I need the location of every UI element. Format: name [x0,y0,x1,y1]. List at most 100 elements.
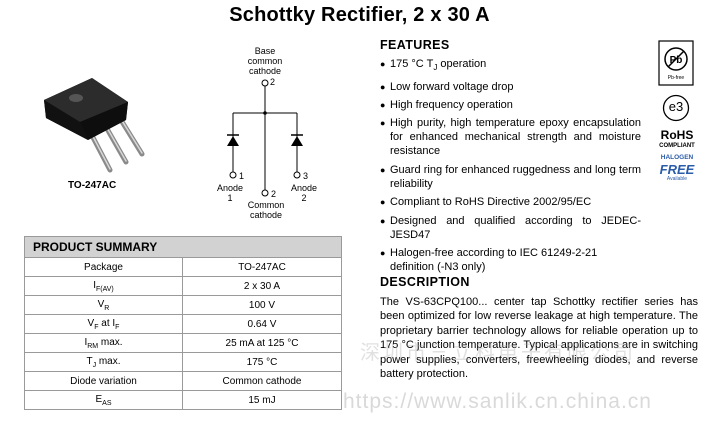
feature-text: 175 °C T [390,58,434,70]
param-text: Diode variation [70,375,137,387]
pb-free-icon: Pb [658,40,694,86]
param-tail: max. [98,336,123,348]
param-text: Package [84,261,123,273]
param-text: V [87,317,95,329]
pin-3-terminal [293,171,301,179]
param-subscript: J [92,361,97,369]
table-header-row: PRODUCT SUMMARY [24,236,342,258]
pin-1-number: 1 [239,171,245,181]
feature-text: Low forward voltage drop [390,80,514,93]
bullet-icon: ● [380,164,386,175]
bullet-icon: ● [380,99,386,110]
anode-1-label: Anode 1 [212,183,248,203]
list-item: ●175 °C TJ operation [380,57,641,75]
product-summary-table: PRODUCT SUMMARY Package TO-247AC IF(AV) … [24,236,342,410]
pin-2-bottom-number: 2 [271,189,277,199]
feature-text: Halogen-free according to IEC 61249-2-21… [390,246,598,273]
label-line: common [247,56,283,66]
compliant-label: COMPLIANT [659,143,695,149]
description-heading: DESCRIPTION [380,275,470,289]
param-cell: VR [24,295,183,315]
watermark-url: https://www.sanlik.cn.china.cn [343,390,652,413]
svg-text:Pb: Pb [670,55,683,66]
label-line: cathode [249,210,283,220]
value-cell: 0.64 V [182,314,342,334]
table-row: TJ max. 175 °C [24,352,342,372]
param-cell: IF(AV) [24,276,183,296]
table-row: Diode variation Common cathode [24,371,342,391]
label-line: Base [254,46,276,56]
circuit-diagram [227,79,303,197]
e3-icon [662,94,690,122]
bullet-icon: ● [380,118,386,129]
package-label: TO-247AC [68,180,117,191]
feature-text: Compliant to RoHS Directive 2002/95/EC [390,196,592,209]
list-item: ● Guard ring for enhanced ruggedness and … [380,163,641,191]
diode-2-symbol [291,134,303,146]
features-list: ●175 °C TJ operation ●Low forward voltag… [380,57,641,278]
rohs-label: RoHS [660,128,694,142]
param-text: I [84,336,88,348]
param-subscript: F(AV) [96,285,114,293]
table-row: IRM max. 25 mA at 125 °C [24,333,342,353]
param-text: T [86,355,93,367]
param-tail: at I [98,317,116,329]
list-item: ● Low forward voltage drop [380,80,641,94]
table-row: IF(AV) 2 x 30 A [24,276,342,296]
param-cell: Diode variation [24,371,183,391]
list-item: ● High frequency operation [380,98,641,112]
table-row: VF at IF 0.64 V [24,314,342,334]
mounting-hole [69,94,83,102]
value-cell: 2 x 30 A [182,276,342,296]
param-cell: VF at IF [24,314,183,334]
list-item: ● Compliant to RoHS Directive 2002/95/EC [380,195,641,209]
value-cell: 25 mA at 125 °C [182,333,342,353]
label-line: Common [247,200,285,210]
pin-2-top-terminal [261,79,269,87]
anode-2-label: Anode 2 [286,183,322,203]
halogen-label: HALOGEN [660,154,694,161]
param-subscript: F [115,323,120,331]
list-item: ● Designed and qualified according to JED… [380,214,641,242]
list-item: ● High purity, high temperature epoxy enc… [380,116,641,158]
param-text: E [95,393,103,405]
pin-3-number: 3 [303,171,309,181]
param-cell: Package [24,257,183,277]
table-row: VR 100 V [24,295,342,315]
features-heading: FEATURES [380,38,450,52]
value-cell: 15 mJ [182,390,342,410]
bullet-icon: ● [380,81,386,92]
label-line: cathode [248,66,282,76]
feature-text: Designed and qualified according to JEDE… [390,214,641,241]
label-line: 1 [227,193,233,203]
e3-label: e3 [668,99,684,114]
feature-text: Guard ring for enhanced ruggedness and l… [390,163,641,190]
package-image [44,78,145,173]
common-cathode-label: Common cathode [241,200,291,220]
param-cell: IRM max. [24,333,183,353]
bullet-icon: ● [380,59,386,69]
product-summary-heading: PRODUCT SUMMARY [24,236,342,258]
value-cell: 175 °C [182,352,342,372]
list-item: ● Halogen-free according to IEC 61249-2-2… [380,246,641,274]
pin-1-terminal [229,171,237,179]
pin-2-top-number: 2 [270,77,276,87]
table-row: Package TO-247AC [24,257,342,277]
bullet-icon: ● [380,197,386,208]
param-subscript: F [94,323,99,331]
bullet-icon: ● [380,247,386,258]
feature-text: High purity, high temperature epoxy enca… [390,117,641,158]
label-line: Anode [216,183,244,193]
pin-2-bottom-terminal [261,189,269,197]
feature-text: High frequency operation [390,98,513,111]
param-tail: max. [96,355,121,367]
pb-free-label: Pb-free [667,75,685,81]
free-label: FREE [659,162,695,177]
feature-subscript: J [433,63,438,73]
diode-1-symbol [227,134,239,146]
bullet-icon: ● [380,215,386,226]
param-cell: TJ max. [24,352,183,372]
base-cathode-label: Base common cathode [240,46,290,76]
param-cell: EAS [24,390,183,410]
table-row: EAS 15 mJ [24,390,342,410]
